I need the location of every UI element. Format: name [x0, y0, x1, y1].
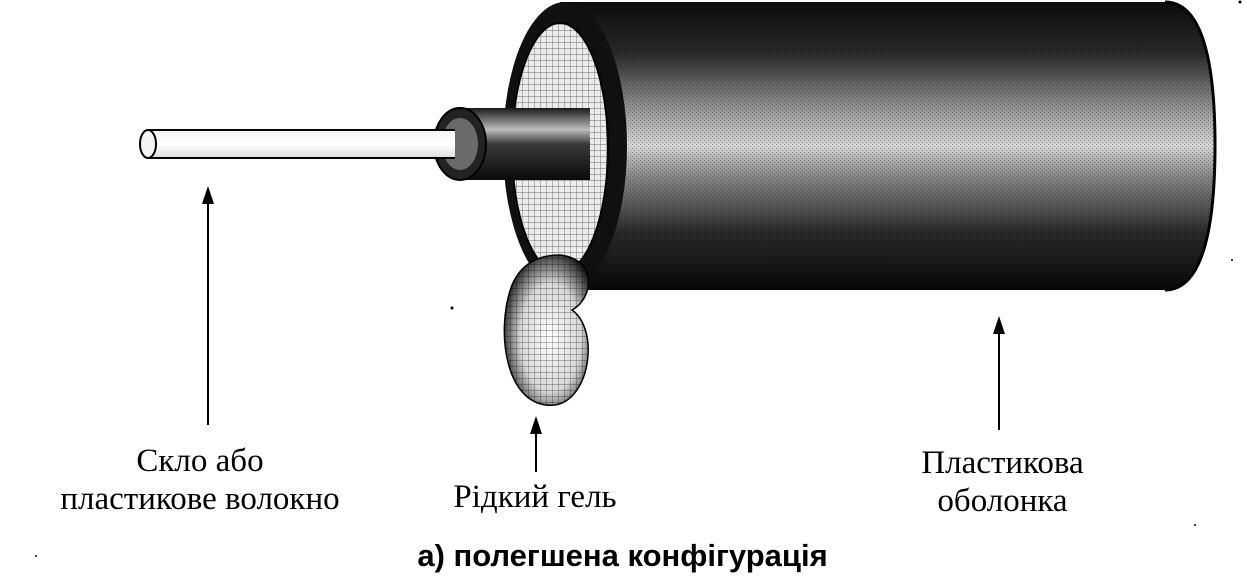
jacket-label-line-1: Пластикова: [921, 445, 1084, 481]
gel-drop: [503, 254, 590, 406]
fiber-label: Скло або пластикове волокно: [30, 442, 370, 518]
jacket-label-line-2: оболонка: [937, 483, 1068, 519]
fiber-label-line-1: Скло або: [136, 443, 264, 479]
scan-specks: [35, 0, 1242, 557]
arrow-gel: [530, 416, 542, 472]
plastic-jacket: [503, 0, 1217, 292]
figure-caption: а) полегшена конфігурація: [417, 538, 828, 573]
arrow-fiber: [202, 186, 214, 425]
jacket-label: Пластикова оболонка: [890, 444, 1115, 520]
fiber-core: [139, 129, 455, 159]
arrow-jacket: [993, 316, 1005, 430]
buffer-tube: [433, 107, 590, 181]
fiber-label-line-2: пластикове волокно: [60, 481, 340, 517]
gel-label: Рідкий гель: [453, 479, 617, 515]
